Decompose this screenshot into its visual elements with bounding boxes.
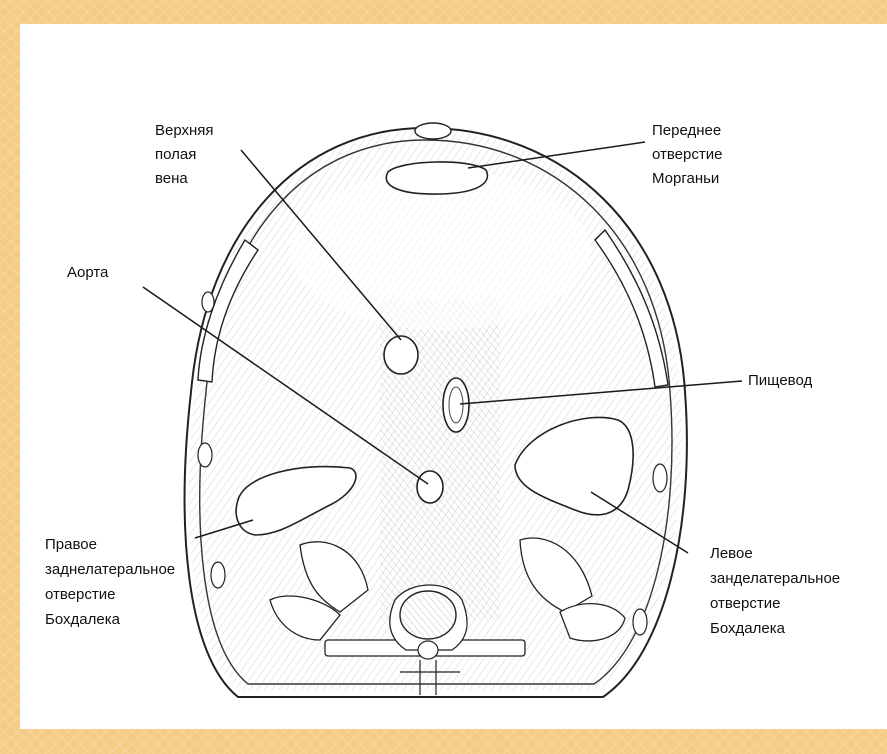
label-left-bochdalek-line-1: Левое (710, 544, 840, 564)
label-esophagus: Пищевод (748, 371, 812, 391)
label-morgagni-line-1: Переднее (652, 121, 722, 141)
label-morgagni-foramen: Переднее отверстие Морганьи (652, 121, 722, 189)
label-left-bochdalek-line-2: занделатеральное (710, 569, 840, 589)
label-left-bochdalek-line-4: Бохдалека (710, 619, 840, 639)
vertebral-body (400, 591, 456, 639)
label-aorta: Аорта (67, 263, 108, 283)
label-superior-vena-cava: Верхняя полая вена (155, 121, 214, 189)
label-svc-line-3: вена (155, 169, 214, 189)
label-svc-line-2: полая (155, 145, 214, 165)
esophagus-opening (443, 378, 469, 432)
label-morgagni-line-2: отверстие (652, 145, 722, 165)
label-right-bochdalek-line-1: Правое (45, 535, 175, 555)
label-right-bochdalek-line-4: Бохдалека (45, 610, 175, 630)
label-aorta-line-1: Аорта (67, 263, 108, 283)
label-right-bochdalek: Правое заднелатеральное отверстие Бохдал… (45, 535, 175, 630)
label-esophagus-line-1: Пищевод (748, 371, 812, 391)
label-left-bochdalek-line-3: отверстие (710, 594, 840, 614)
label-right-bochdalek-line-3: отверстие (45, 585, 175, 605)
sternum (415, 123, 451, 139)
svc-opening (384, 336, 418, 374)
label-svc-line-1: Верхняя (155, 121, 214, 141)
aorta-opening (417, 471, 443, 503)
label-morgagni-line-3: Морганьи (652, 169, 722, 189)
label-left-bochdalek: Левое занделатеральное отверстие Бохдале… (710, 544, 840, 639)
label-right-bochdalek-line-2: заднелатеральное (45, 560, 175, 580)
